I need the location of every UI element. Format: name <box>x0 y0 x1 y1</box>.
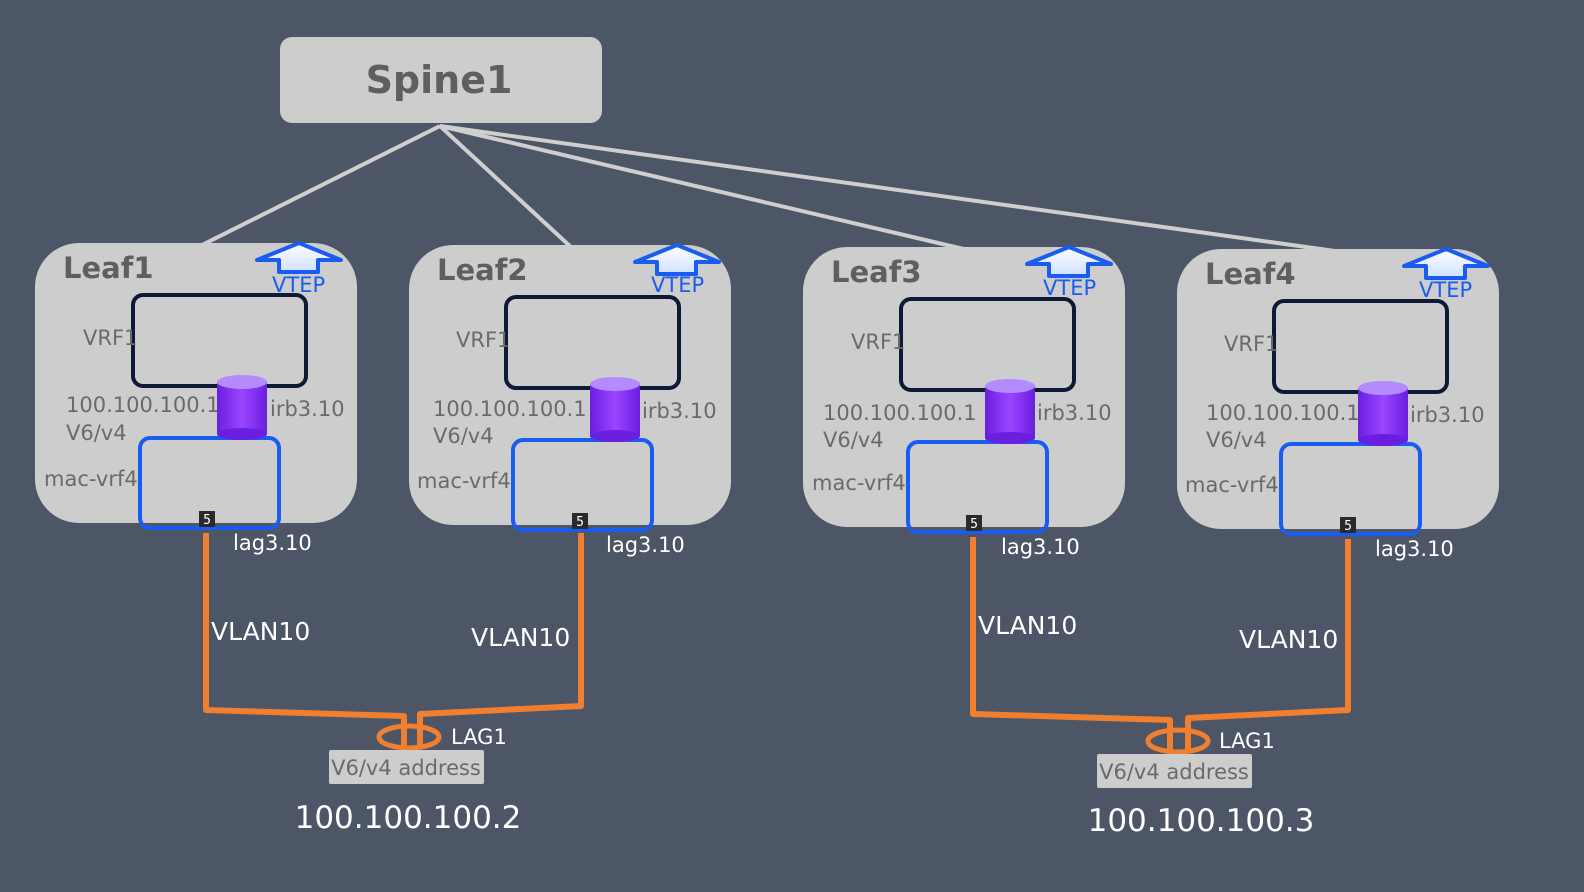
leaf-node-4[interactable]: Leaf4 VTEP VRF1 100.100.100.1 V6/v4 irb3… <box>1177 247 1499 654</box>
lag-interface-label: lag3.10 <box>1001 535 1080 559</box>
port-number: 5 <box>1344 519 1352 534</box>
lag-label: LAG1 <box>451 725 507 749</box>
irb-label: irb3.10 <box>1037 401 1112 425</box>
vlan-label: VLAN10 <box>211 617 310 646</box>
port-badge[interactable] <box>572 513 588 529</box>
lag-ring-host1 <box>376 723 442 751</box>
uplink-leaf1 <box>199 124 441 248</box>
mac-vrf-label: mac-vrf4 <box>1185 473 1279 497</box>
irb-label: irb3.10 <box>1410 403 1485 427</box>
vrf-label: VRF1 <box>1224 332 1278 356</box>
irb-cylinder-icon <box>985 379 1035 444</box>
host-ip-address: 100.100.100.2 <box>295 800 522 836</box>
vlan-label: VLAN10 <box>471 623 570 652</box>
irb-label: irb3.10 <box>642 399 717 423</box>
ip-family: V6/v4 <box>66 421 127 445</box>
vrf-label: VRF1 <box>851 330 905 354</box>
uplink-leaf3 <box>439 124 969 252</box>
uplink-leaf4 <box>439 124 1343 254</box>
mac-vrf-label: mac-vrf4 <box>812 471 906 495</box>
vtep-label: VTEP <box>651 273 704 297</box>
lag-interface-label: lag3.10 <box>233 531 312 555</box>
lag-ring-host2 <box>1145 727 1211 755</box>
lag-interface-label: lag3.10 <box>1375 537 1454 561</box>
uplink-leaf2 <box>438 124 574 250</box>
mac-vrf-box[interactable] <box>511 438 654 532</box>
vrf-label: VRF1 <box>83 326 137 350</box>
vlan-link-leaf3 <box>970 537 1173 752</box>
mac-vrf-label: mac-vrf4 <box>417 469 511 493</box>
lag-interface-label: lag3.10 <box>606 533 685 557</box>
vlan-link-leaf1 <box>203 533 407 748</box>
vtep-arrow-icon <box>1402 247 1490 280</box>
host-1[interactable]: LAG1 V6/v4 address 100.100.100.2 <box>295 725 522 836</box>
vlan-label: VLAN10 <box>1239 625 1338 654</box>
spine-node[interactable]: Spine1 <box>280 37 602 123</box>
mac-vrf-box[interactable] <box>1279 442 1422 536</box>
mac-vrf-box[interactable] <box>906 440 1049 534</box>
irb-ip-address: 100.100.100.1 <box>1206 401 1360 425</box>
address-tag <box>329 750 484 784</box>
port-badge[interactable] <box>199 511 215 527</box>
spine-uplinks <box>199 124 1343 254</box>
vlan-link-leaf2 <box>417 533 584 748</box>
leaf-node-3[interactable]: Leaf3 VTEP VRF1 100.100.100.1 V6/v4 irb3… <box>803 245 1125 640</box>
address-tag <box>1097 754 1252 788</box>
mac-vrf-box[interactable] <box>138 436 281 530</box>
port-number: 5 <box>970 517 978 532</box>
irb-ip-address: 100.100.100.1 <box>823 401 977 425</box>
mac-vrf-label: mac-vrf4 <box>44 467 138 491</box>
leaf-node-1[interactable]: Leaf1 VTEP VRF1 100.100.100.1 V6/v4 irb3… <box>35 241 357 646</box>
vtep-arrow-icon <box>1025 245 1113 278</box>
spine-label: Spine1 <box>366 58 513 102</box>
host-ip-address: 100.100.100.3 <box>1088 803 1315 839</box>
port-badge[interactable] <box>966 515 982 531</box>
vlan-label: VLAN10 <box>978 611 1077 640</box>
ip-family: V6/v4 <box>433 424 494 448</box>
vtep-label: VTEP <box>1043 276 1096 300</box>
port-number: 5 <box>203 513 211 528</box>
lag-label: LAG1 <box>1219 729 1275 753</box>
irb-ip-address: 100.100.100.1 <box>66 393 220 417</box>
leaf-title: Leaf4 <box>1205 257 1296 291</box>
address-label: V6/v4 address <box>1099 760 1249 784</box>
irb-cylinder-icon <box>590 377 640 442</box>
irb-label: irb3.10 <box>270 397 345 421</box>
leaf-title: Leaf3 <box>831 255 922 289</box>
port-badge[interactable] <box>1340 517 1356 533</box>
vtep-label: VTEP <box>1419 278 1472 302</box>
address-label: V6/v4 address <box>331 756 481 780</box>
vlan-link-leaf4 <box>1185 539 1351 752</box>
vlan-links <box>203 533 1351 752</box>
leaf-title: Leaf2 <box>437 253 528 287</box>
ip-family: V6/v4 <box>823 428 884 452</box>
host-2[interactable]: LAG1 V6/v4 address 100.100.100.3 <box>1088 729 1315 839</box>
leaf-title: Leaf1 <box>63 251 154 285</box>
ip-family: V6/v4 <box>1206 428 1267 452</box>
irb-cylinder-icon <box>1358 381 1408 446</box>
irb-cylinder-icon <box>217 375 267 440</box>
leaf-node-2[interactable]: Leaf2 VTEP VRF1 100.100.100.1 V6/v4 irb3… <box>409 243 731 652</box>
vtep-arrow-icon <box>255 241 343 274</box>
port-number: 5 <box>576 515 584 530</box>
vtep-arrow-icon <box>633 243 721 276</box>
vrf-label: VRF1 <box>456 328 510 352</box>
irb-ip-address: 100.100.100.1 <box>433 397 587 421</box>
